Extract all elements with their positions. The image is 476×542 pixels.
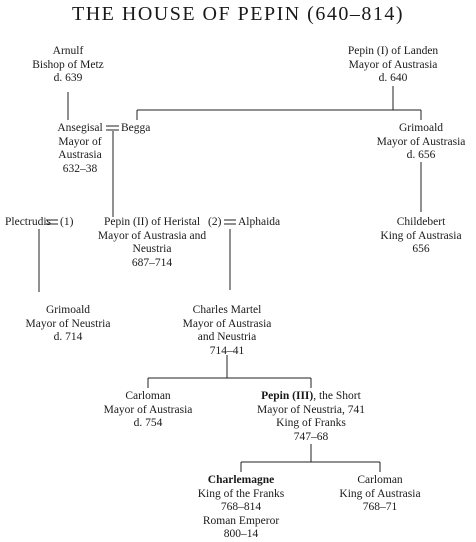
marriage-number-2: (2) — [208, 216, 222, 228]
node-plectrudis: Plectrudis — [5, 216, 51, 228]
node-alphaida: Alphaida — [238, 216, 281, 228]
page-title: THE HOUSE OF PEPIN (640–814) — [72, 3, 404, 25]
node-pepin-iii: Pepin (III), the Short Mayor of Neustria… — [257, 390, 365, 443]
node-begga: Begga — [121, 122, 151, 134]
marriage-number-1: (1) — [60, 216, 74, 228]
